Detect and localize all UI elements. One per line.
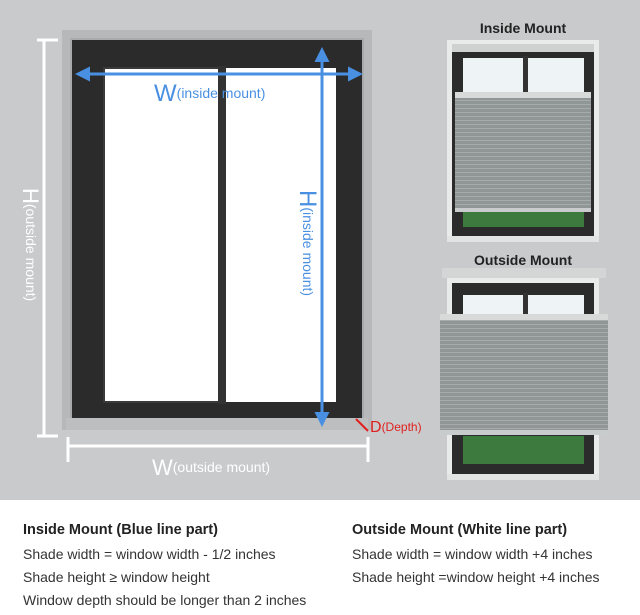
h-outside-label: H(outside mount) — [18, 188, 43, 301]
depth-marker — [355, 418, 369, 432]
outside-height-line — [37, 38, 58, 438]
inside-note-width: Shade width = window width - 1/2 inches — [23, 546, 276, 562]
outside-width-line — [66, 437, 370, 462]
inside-note-height: Shade height ≥ window height — [23, 569, 210, 585]
w-inside-label: W(inside mount) — [154, 80, 265, 107]
outside-mount-notes-title: Outside Mount (White line part) — [352, 522, 568, 538]
outside-note-width: Shade width = window width +4 inches — [352, 546, 593, 562]
inside-mount-notes: Inside Mount (Blue line part) Shade widt… — [23, 522, 306, 615]
inside-note-depth: Window depth should be longer than 2 inc… — [23, 592, 307, 608]
outside-note-height: Shade height =window height +4 inches — [352, 569, 600, 585]
outside-mount-title: Outside Mount — [474, 252, 572, 268]
inside-mount-notes-title: Inside Mount (Blue line part) — [23, 522, 218, 538]
outside-mount-notes: Outside Mount (White line part) Shade wi… — [352, 522, 600, 592]
inside-mount-thumbnail: Inside Mount — [447, 20, 599, 242]
diagram-area: W(inside mount) H(inside mount) H(outsid… — [0, 0, 640, 500]
right-glass-pane — [224, 68, 336, 402]
window-sill — [66, 418, 368, 430]
left-glass-pane — [104, 68, 220, 402]
sash-divider — [218, 66, 226, 404]
w-outside-label: W(outside mount) — [152, 455, 270, 480]
measurement-notes: Inside Mount (Blue line part) Shade widt… — [0, 500, 640, 615]
h-inside-label: H(inside mount) — [294, 190, 321, 296]
inside-mount-title: Inside Mount — [480, 20, 567, 36]
window-measurement-diagram: W(inside mount) H(inside mount) H(outsid… — [18, 20, 608, 480]
depth-label: D(Depth) — [370, 419, 422, 436]
outside-mount-thumbnail: Outside Mount — [440, 252, 608, 480]
